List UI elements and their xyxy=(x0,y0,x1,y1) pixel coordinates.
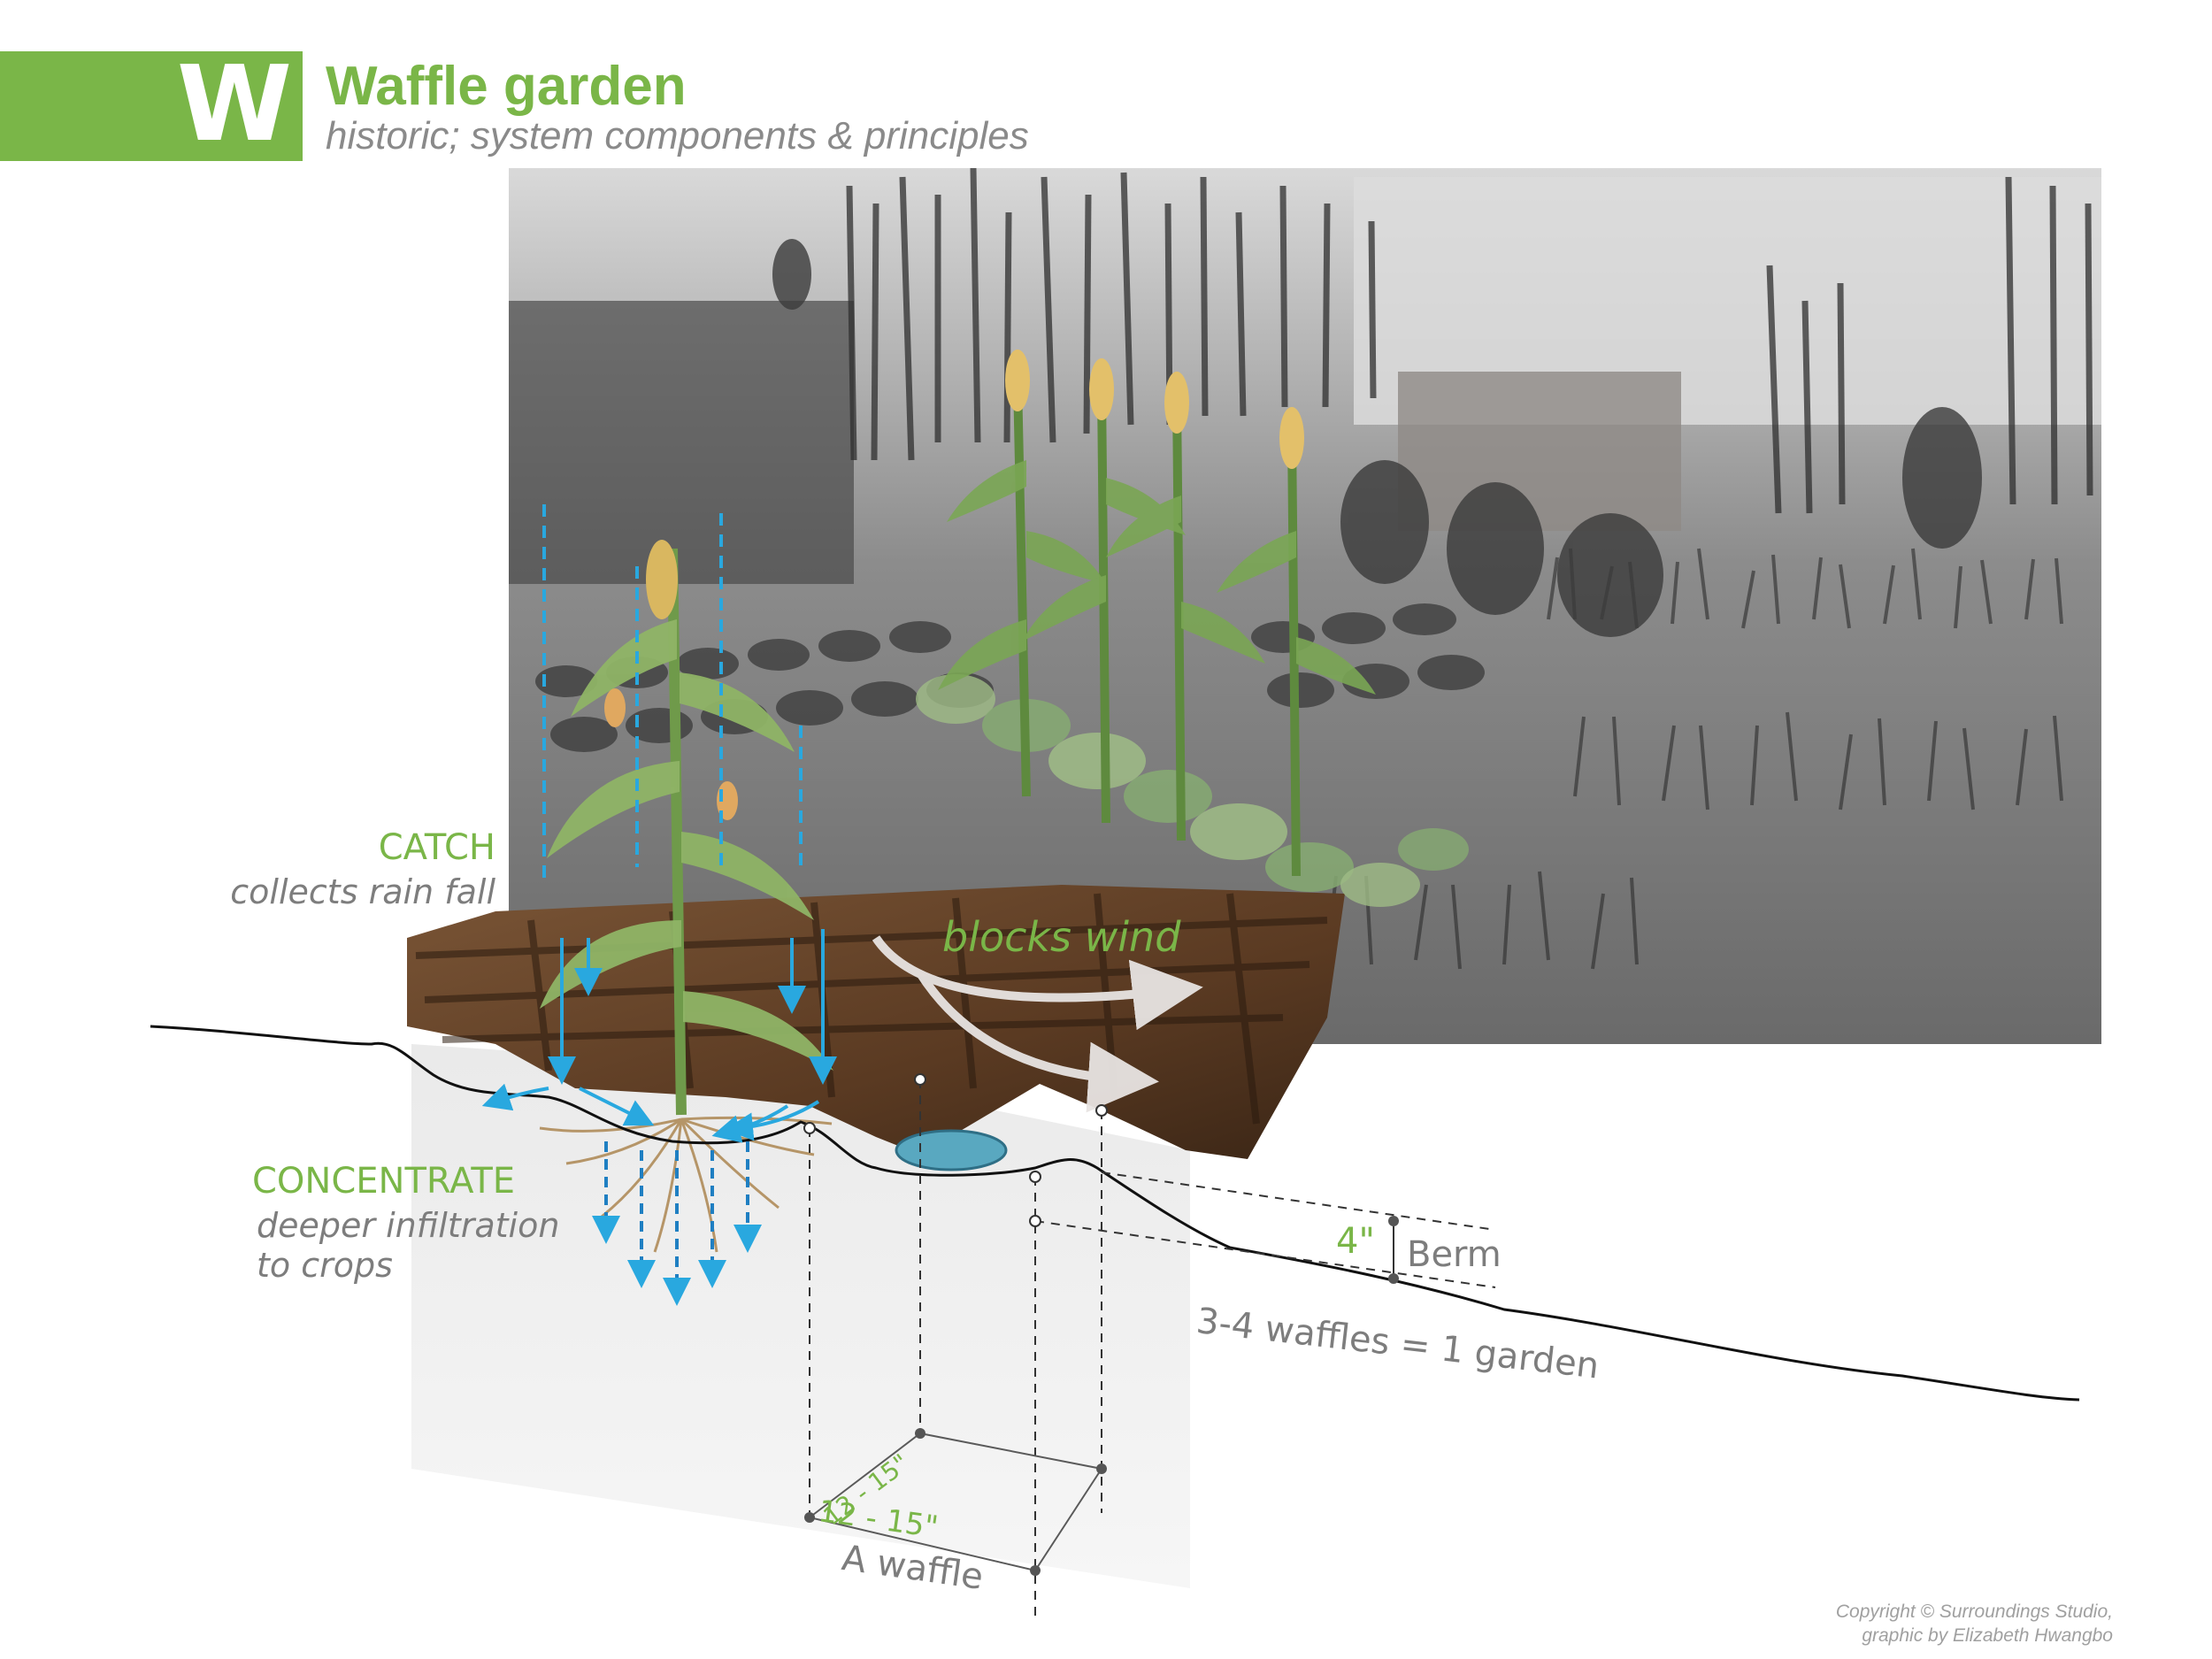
concentrate-description-line2: to crops xyxy=(257,1246,393,1285)
section-plane xyxy=(411,1044,1190,1588)
bean-vines xyxy=(916,674,1469,907)
section-badge xyxy=(0,51,303,161)
blocks-wind-label: blocks wind xyxy=(942,913,1181,961)
copyright-notice: Copyright © Surroundings Studio, graphic… xyxy=(1836,1600,2113,1647)
dimension-points xyxy=(803,1073,1108,1227)
ground-profile-line xyxy=(150,1025,2080,1402)
dimension-markers xyxy=(804,1216,1399,1576)
fence-sticks xyxy=(846,167,2093,514)
dimension-lines xyxy=(807,1079,1496,1619)
water-pool xyxy=(895,1129,1008,1171)
copyright-line1: Copyright © Surroundings Studio, xyxy=(1835,1601,2113,1622)
concentrate-label: CONCENTRATE xyxy=(252,1161,516,1202)
corn-stalks-background xyxy=(938,349,1376,877)
catch-label: CATCH xyxy=(378,827,495,868)
concentrate-description-line1: deeper infiltration xyxy=(257,1206,560,1245)
people-silhouettes xyxy=(772,239,1982,637)
berm-height-label: 4" xyxy=(1336,1221,1375,1262)
badge-letter: W xyxy=(176,42,293,165)
page-title: Waffle garden xyxy=(326,56,687,117)
wind-arrows xyxy=(872,935,1203,1113)
rain-catch-arrows xyxy=(481,504,837,1143)
page-subtitle: historic; system components & principles xyxy=(326,114,1029,157)
berm-label: Berm xyxy=(1407,1234,1502,1275)
infiltration-arrows xyxy=(592,1141,762,1306)
copyright-line2: graphic by Elizabeth Hwangbo xyxy=(1862,1625,2113,1646)
catch-description: collects rain fall xyxy=(230,872,495,911)
